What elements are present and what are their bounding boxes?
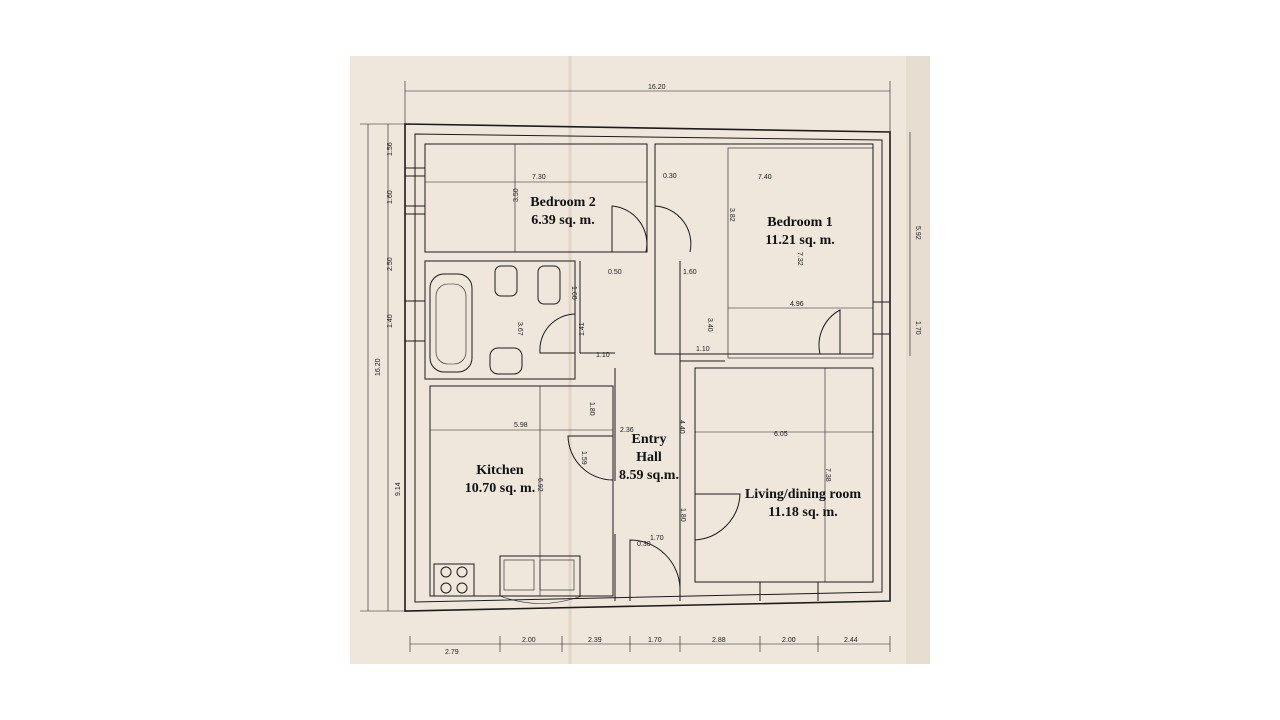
dim-hall-b: 1.60	[683, 269, 697, 276]
dim-entry-b: 1.70	[650, 535, 664, 542]
dim-kitchen-door: 1.59	[580, 451, 587, 465]
dim-bath-h: 3.67	[516, 322, 523, 336]
entry-hall-label: Entry Hall 8.59 sq.m.	[619, 431, 679, 485]
dim-entry-a: 0.30	[637, 541, 651, 548]
floor-plan-drawing: 16.20 16.20 9.14 1.56 1.60 2.50 1.40 5.9…	[350, 56, 930, 664]
dim-hall-h: 4.40	[678, 420, 685, 434]
bedroom-2-walls	[405, 143, 648, 253]
entry-hall-name-1: Entry	[631, 432, 667, 447]
paper-edge	[906, 56, 930, 664]
dim-kitchen-h: 6.92	[536, 478, 543, 492]
dim-hall-f: 1.10	[696, 346, 710, 353]
dim-left-seg-3: 2.50	[387, 257, 394, 271]
bedroom-2-name: Bedroom 2	[530, 195, 596, 210]
dim-bottom-3: 2.39	[588, 637, 602, 644]
dim-bottom-2: 2.00	[522, 637, 536, 644]
dim-hall-d: 1.10	[596, 352, 610, 359]
outer-walls	[404, 123, 891, 612]
dim-bottom-6: 2.00	[782, 637, 796, 644]
dim-wall-gap: 0.30	[663, 173, 677, 180]
bedroom-1-name: Bedroom 1	[767, 215, 833, 230]
entry-hall-name-2: Hall	[636, 450, 662, 465]
dim-kitchen-w: 5.98	[514, 422, 528, 429]
hall-walls	[579, 261, 725, 601]
dim-left-seg-1: 1.56	[387, 142, 394, 156]
bedroom-1-label: Bedroom 1 11.21 sq. m.	[765, 214, 835, 250]
dim-hall-a: 0.50	[608, 269, 622, 276]
bedroom-2-label: Bedroom 2 6.39 sq. m.	[530, 194, 595, 230]
entry-hall-area: 8.59 sq.m.	[619, 468, 679, 483]
bedroom-2-area: 6.39 sq. m.	[531, 213, 595, 228]
dim-bottom-5: 2.88	[712, 637, 726, 644]
kitchen-area: 10.70 sq. m.	[464, 481, 536, 496]
dim-bottom-7: 2.44	[844, 637, 858, 644]
floor-plan-sheet: 16.20 16.20 9.14 1.56 1.60 2.50 1.40 5.9…	[350, 56, 930, 664]
bedroom-1-area: 11.21 sq. m.	[765, 233, 835, 248]
dim-left-seg-4: 1.40	[387, 314, 394, 328]
kitchen-label: Kitchen 10.70 sq. m.	[465, 462, 535, 498]
dim-bedroom1-inner-h: 7.32	[796, 252, 803, 266]
dim-living-h: 7.38	[824, 468, 831, 482]
dim-hall-w: 2.36	[620, 427, 634, 434]
living-room-name: Living/dining room	[744, 487, 862, 502]
dimension-labels: 16.20 16.20 9.14 1.56 1.60 2.50 1.40 5.9…	[375, 84, 921, 656]
dim-overall-height: 16.20	[375, 358, 382, 376]
paper-background	[350, 56, 930, 664]
bedroom-1-walls	[654, 143, 890, 359]
dim-bedroom1-inner-w: 4.96	[790, 301, 804, 308]
dim-living-door: 1.80	[679, 508, 686, 522]
dim-overall-width: 16.20	[648, 84, 666, 91]
living-room-label: Living/dining room 11.18 sq. m.	[745, 486, 861, 522]
dim-hall-c: 1.41	[579, 322, 586, 336]
dim-left-upper: 9.14	[395, 482, 402, 496]
living-room-walls	[694, 367, 874, 601]
dimension-lines	[360, 81, 911, 652]
dim-right-seg-1: 5.92	[914, 226, 921, 240]
dim-hall-e: 3.40	[706, 318, 713, 332]
bathroom	[405, 260, 576, 380]
dim-bedroom1-w: 7.40	[758, 174, 772, 181]
dim-living-w: 6.05	[774, 431, 788, 438]
dim-bottom-1: 2.79	[445, 649, 459, 656]
dim-bedroom2-h: 3.50	[513, 188, 520, 202]
dim-bedroom2-w: 7.30	[532, 174, 546, 181]
dim-left-seg-2: 1.60	[387, 190, 394, 204]
kitchen-name: Kitchen	[476, 463, 524, 478]
dim-bath-door: 1.60	[570, 286, 577, 300]
dim-bottom-4: 1.70	[648, 637, 662, 644]
dim-bedroom1-h: 3.82	[728, 208, 735, 222]
living-room-area: 11.18 sq. m.	[768, 505, 838, 520]
dim-right-seg-2: 1.70	[914, 321, 921, 335]
dim-kitchen-top: 1.80	[588, 402, 595, 416]
kitchen-walls	[429, 385, 614, 604]
